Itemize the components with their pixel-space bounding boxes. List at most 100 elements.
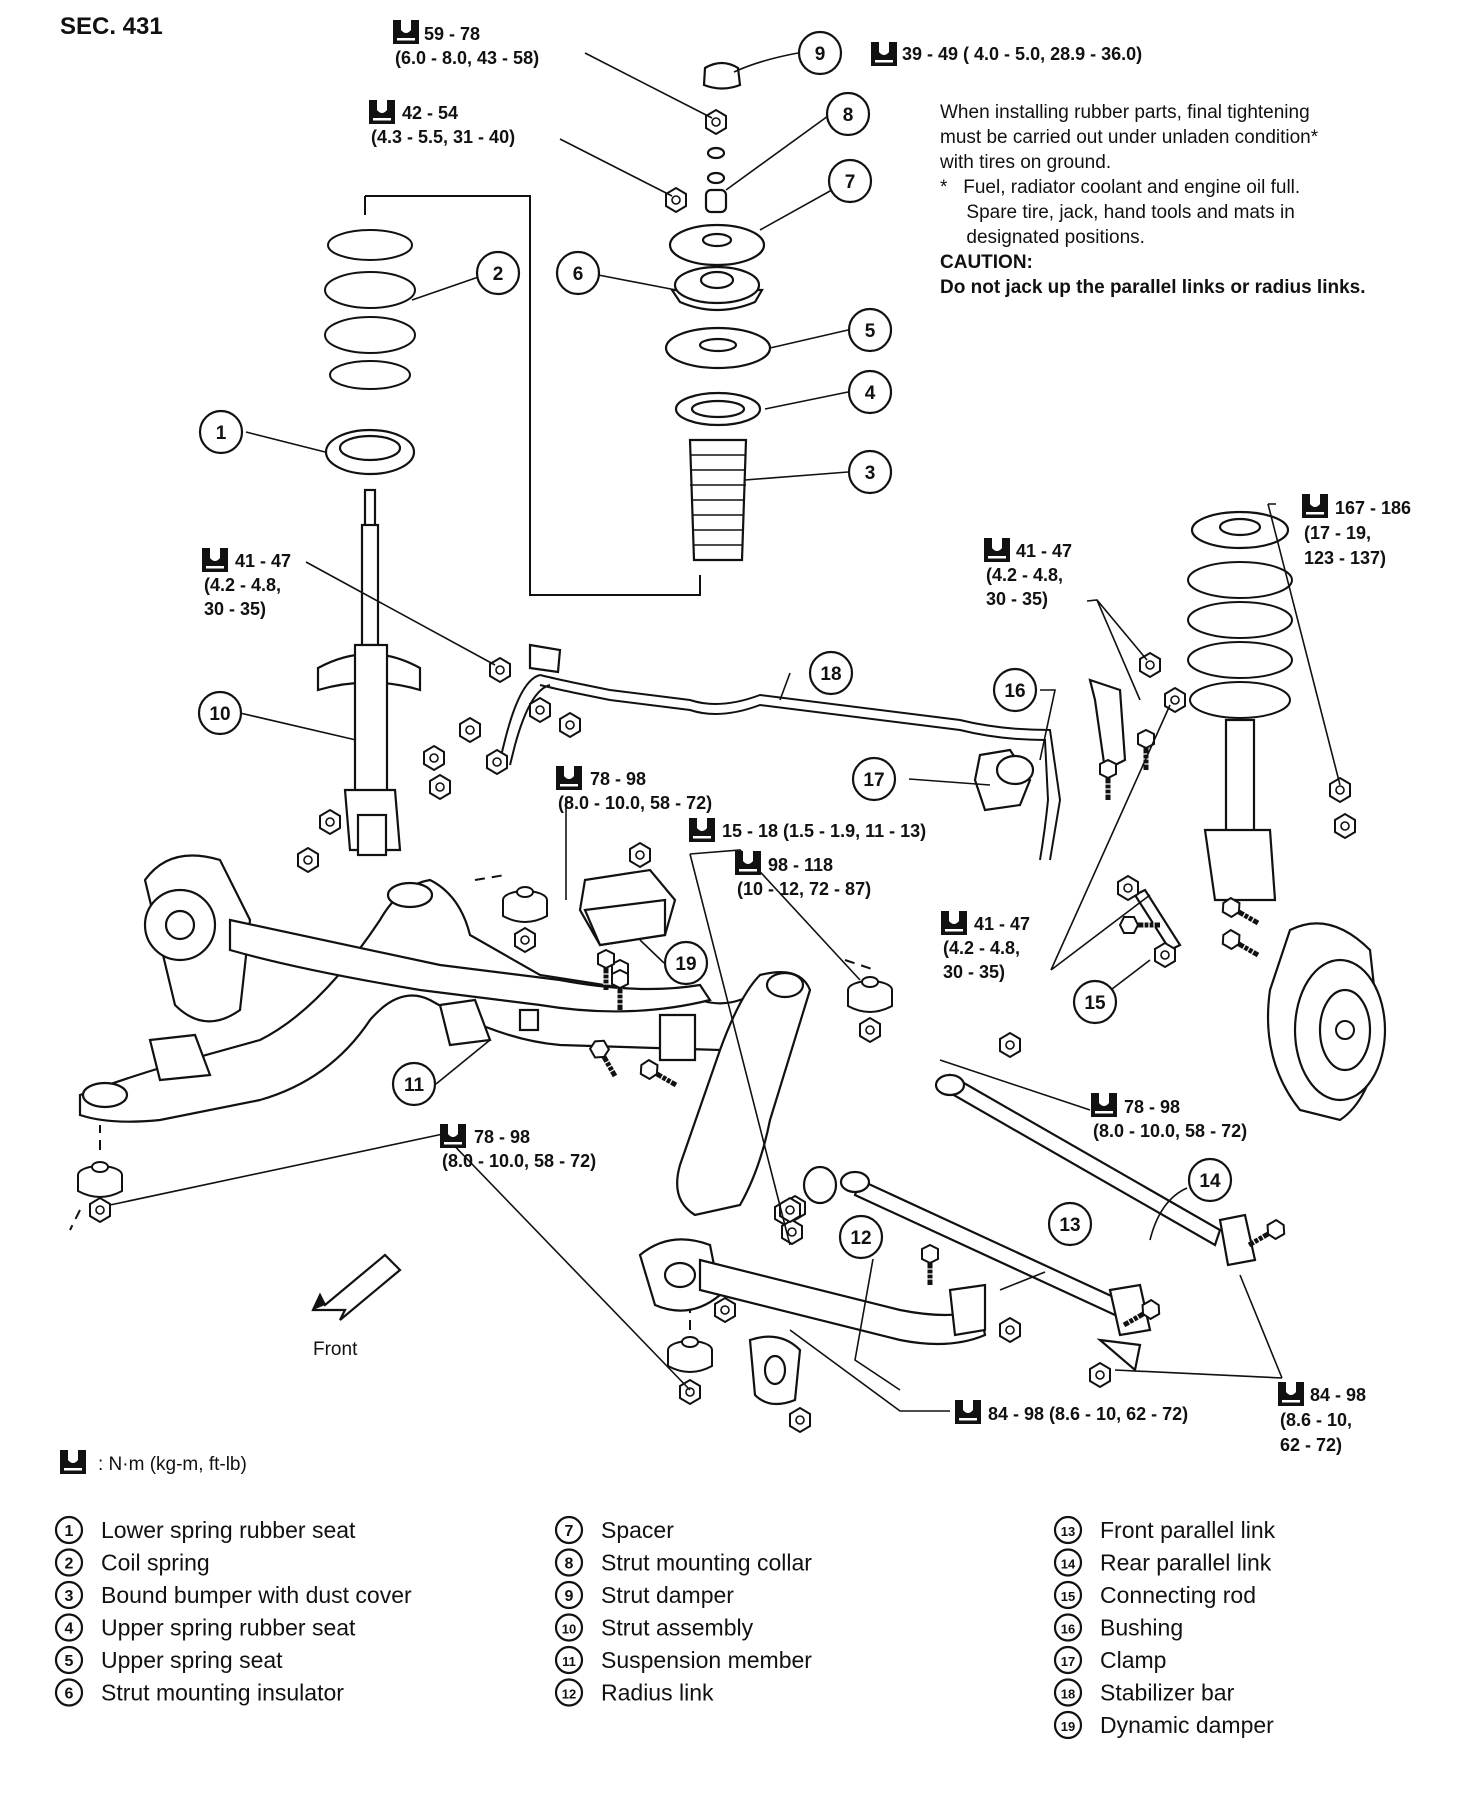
suspension-member (69, 874, 893, 1405)
strut-assembly-right (1187, 510, 1356, 962)
callout-number: 12 (850, 1228, 871, 1249)
torque-value-line: (4.2 - 4.8, (986, 565, 1063, 585)
torque-value-line: 30 - 35) (986, 589, 1048, 609)
torque-wrench-icon (440, 1124, 466, 1148)
torque-value-line: 123 - 137) (1304, 548, 1386, 568)
legend-label: Connecting rod (1100, 1582, 1256, 1608)
leader-lines (109, 52, 1341, 1412)
front-label: Front (313, 1339, 358, 1360)
torque-wrench-icon (689, 818, 715, 842)
section-label: SEC. 431 (60, 13, 163, 40)
legend-number: 4 (65, 1621, 74, 1638)
callout-number: 17 (863, 770, 884, 791)
legend-label: Rear parallel link (1100, 1550, 1272, 1576)
callout-number: 11 (404, 1075, 425, 1096)
radius-link (638, 971, 812, 1312)
legend-number: 14 (1061, 1557, 1076, 1572)
legend-number: 18 (1061, 1687, 1075, 1702)
torque-wrench-icon (60, 1450, 86, 1474)
legend-number: 6 (65, 1686, 74, 1703)
installation-note: When installing rubber parts, final tigh… (939, 102, 1366, 298)
coil-spring-exploded (324, 195, 701, 596)
torque-wrench-icon (735, 851, 761, 875)
callout-12: 12 (838, 1214, 884, 1260)
callout-number: 16 (1004, 681, 1025, 702)
callout-number: 2 (493, 264, 504, 285)
torque-wrench-icon (941, 911, 967, 935)
callout-13: 13 (1047, 1201, 1093, 1247)
legend-number: 7 (565, 1523, 574, 1540)
lower-radius-link (698, 1245, 1142, 1433)
rear-parallel-link (934, 1032, 1288, 1267)
legend-number: 11 (562, 1654, 576, 1669)
note-line-4: * Fuel, radiator coolant and engine oil … (940, 177, 1300, 198)
legend-label: Bound bumper with dust cover (101, 1582, 412, 1608)
torque-value-line: 84 - 98 (1310, 1385, 1366, 1405)
legend-number: 3 (65, 1588, 74, 1605)
legend-item-3: 3 Bound bumper with dust cover (54, 1580, 412, 1610)
callout-19: 19 (663, 940, 709, 986)
legend-item-2: 2 Coil spring (54, 1548, 210, 1577)
caution-text: Do not jack up the parallel links or rad… (940, 277, 1366, 298)
torque-value-line: (4.2 - 4.8, (204, 575, 281, 595)
front-parallel-link (779, 1165, 1163, 1337)
callout-number: 14 (1199, 1171, 1221, 1192)
torque-spec-t6: 167 - 186 (17 - 19, 123 - 137) (1302, 494, 1411, 568)
torque-value-line: 167 - 186 (1335, 498, 1411, 518)
hub-knuckle-right (1266, 922, 1387, 1122)
callout-11: 11 (391, 1061, 437, 1107)
torque-value-line: 15 - 18 (1.5 - 1.9, 11 - 13) (722, 821, 926, 841)
torque-value-line: (17 - 19, (1304, 523, 1371, 543)
legend-label: Radius link (601, 1680, 714, 1706)
torque-value-line: 41 - 47 (1016, 541, 1072, 561)
legend-number: 10 (562, 1622, 576, 1637)
legend-label: Strut mounting insulator (101, 1680, 344, 1706)
torque-value-line: 30 - 35) (943, 962, 1005, 982)
torque-spec-t7: 78 - 98(8.0 - 10.0, 58 - 72) (556, 766, 712, 813)
torque-value-line: (8.6 - 10, (1280, 1410, 1352, 1430)
legend-label: Coil spring (101, 1550, 210, 1576)
note-line-2: must be carried out under unladen condit… (940, 127, 1319, 148)
callout-8: 8 (825, 91, 871, 137)
torque-spec-group: 59 - 78(6.0 - 8.0, 43 - 58)39 - 49 ( 4.0… (202, 20, 1411, 1455)
callout-number: 5 (865, 321, 876, 342)
callout-number: 9 (815, 44, 826, 65)
stabilizer-bar (459, 643, 1062, 861)
legend-label: Spacer (601, 1517, 674, 1543)
torque-unit-note: : N·m (kg-m, ft-lb) (98, 1454, 247, 1475)
torque-value-line: (10 - 12, 72 - 87) (737, 879, 871, 899)
legend-item-7: 7 Spacer (554, 1515, 674, 1545)
torque-spec-t5: 41 - 47 (4.2 - 4.8, 30 - 35) (984, 538, 1072, 609)
torque-value-line: 98 - 118 (768, 855, 833, 875)
torque-spec-t11: 78 - 98(8.0 - 10.0, 58 - 72) (1091, 1093, 1247, 1141)
callout-number: 8 (843, 105, 854, 126)
legend-item-14: 14 Rear parallel link (1053, 1548, 1272, 1577)
callout-number: 10 (209, 704, 230, 725)
torque-wrench-icon (556, 766, 582, 790)
torque-spec-t2: 39 - 49 ( 4.0 - 5.0, 28.9 - 36.0) (871, 42, 1142, 66)
torque-value-line: 84 - 98 (8.6 - 10, 62 - 72) (988, 1404, 1188, 1424)
strut-assembly-left (297, 488, 451, 873)
legend-label: Strut mounting collar (601, 1550, 812, 1576)
legend-label: Suspension member (601, 1647, 812, 1673)
torque-value-line: (4.3 - 5.5, 31 - 40) (371, 127, 515, 147)
legend-number: 2 (65, 1556, 74, 1573)
torque-value-line: 62 - 72) (1280, 1435, 1342, 1455)
callout-1: 1 (198, 409, 244, 455)
callout-number: 19 (675, 954, 696, 975)
caution-title: CAUTION: (940, 252, 1033, 273)
torque-spec-t4: 41 - 47(4.2 - 4.8,30 - 35) (202, 548, 291, 619)
torque-spec-t12: 78 - 98(8.0 - 10.0, 58 - 72) (440, 1124, 596, 1171)
